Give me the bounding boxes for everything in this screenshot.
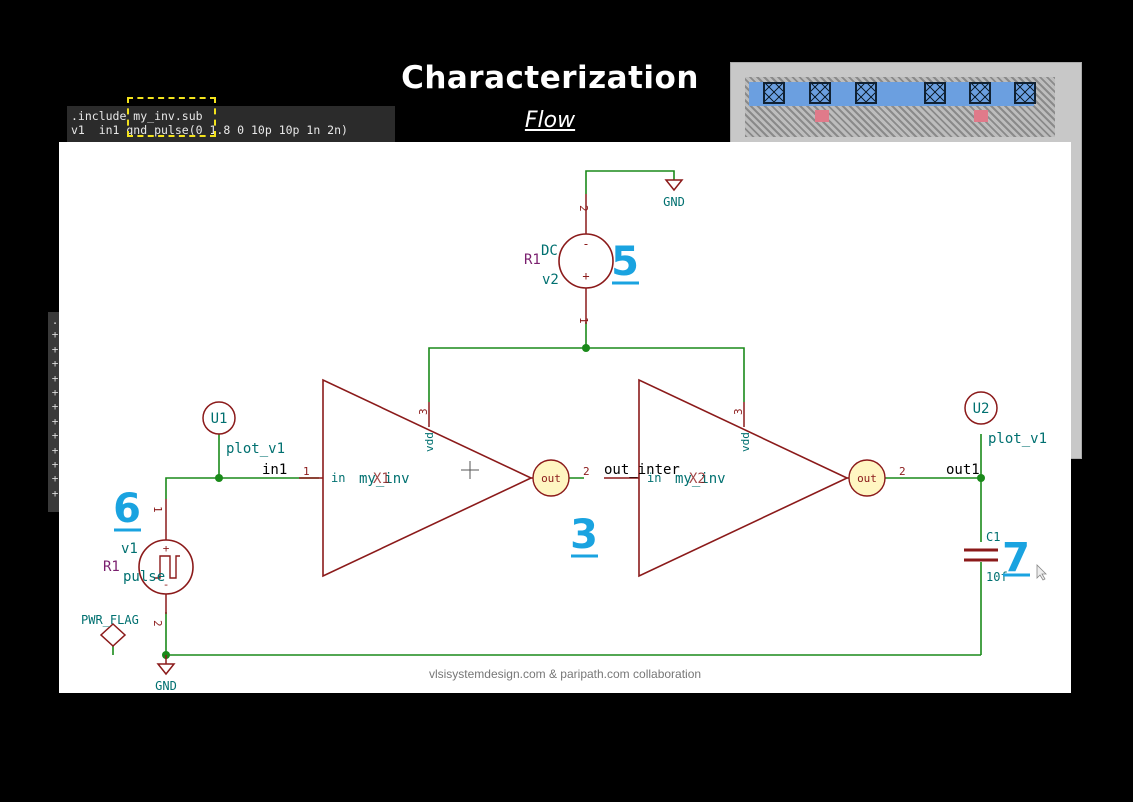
strip-mark: + (51, 386, 59, 400)
schematic-drawing: GND - + 2 1 DC R1 v2 out in vdd 1 3 2 m (81, 170, 1047, 693)
v1-type: pulse (123, 569, 165, 585)
strip-mark: + (51, 342, 59, 356)
slide-caption: vlsisystemdesign.com & paripath.com coll… (428, 667, 702, 681)
v2-pin-top: 2 (577, 205, 590, 212)
strip-mark: + (51, 371, 59, 385)
layout-contact (969, 82, 991, 104)
u2-ref: U2 (973, 401, 990, 417)
layout-contact (924, 82, 946, 104)
left-side-panel[interactable]: . + + + + + + + + + + + + (48, 312, 62, 512)
inverter-x2[interactable]: out in vdd 3 2 my_inv X2 (604, 378, 906, 578)
v1-pin-bottom: 2 (151, 620, 164, 627)
strip-mark: + (51, 414, 59, 428)
layout-diffusion-band (749, 82, 1034, 106)
layout-contact (763, 82, 785, 104)
step-label-5: 5 (611, 239, 639, 285)
highlight-box (127, 97, 216, 137)
net-label-in1: in1 (262, 462, 287, 478)
v2-name: v2 (542, 272, 559, 288)
v1-plus: + (163, 542, 170, 555)
pwr-flag-symbol[interactable] (99, 622, 127, 648)
step-label-7: 7 (1002, 535, 1030, 581)
x2-pin-vdd: vdd (739, 432, 752, 452)
strip-mark: + (51, 429, 59, 443)
junction-dot (582, 344, 590, 352)
dc-source-v2[interactable]: - + 2 1 (558, 194, 614, 324)
terminal-window[interactable]: .include my_inv.sub v1 in1 gnd pulse(0 1… (67, 106, 395, 144)
x2-pin-out: out (857, 472, 877, 485)
step-label-3: 3 (570, 512, 598, 558)
layout-poly (974, 110, 988, 122)
v2-type: DC (541, 243, 558, 259)
u1-label: plot_v1 (226, 441, 285, 457)
v1-pin-top: 1 (151, 506, 164, 513)
slide-title: Characterization (401, 60, 699, 96)
pulse-source-v1[interactable]: + - 1 2 (138, 499, 194, 627)
u2-label: plot_v1 (988, 431, 1047, 447)
v2-minus: - (582, 237, 589, 251)
gnd-label-top: GND (663, 195, 685, 209)
x1-ref: X1 (373, 471, 390, 487)
net-label-out-inter: out_inter (604, 462, 680, 478)
probe-u2[interactable]: U2 (964, 391, 998, 425)
gnd-symbol-bottom (156, 655, 176, 676)
v1-minus: - (163, 578, 170, 591)
strip-mark: + (51, 328, 59, 342)
step-underlines (114, 281, 1030, 577)
step-label-6: 6 (113, 486, 141, 532)
x1-model: my_inv (359, 471, 410, 487)
v2-pin-bottom: 1 (577, 317, 590, 324)
v1-name: v1 (121, 541, 138, 557)
junction-dots (162, 344, 985, 659)
x1-pin-in: in (331, 471, 345, 485)
strip-dot: . (51, 314, 59, 327)
capacitor-c1[interactable] (964, 548, 998, 562)
strip-mark: + (51, 357, 59, 371)
strip-mark: + (51, 486, 59, 500)
u1-ref: U1 (211, 411, 228, 427)
x1-pin-vdd: vdd (423, 432, 436, 452)
probe-u1[interactable]: U1 (202, 401, 236, 435)
cap-value: 10f (986, 570, 1008, 584)
x2-ref: X2 (689, 471, 706, 487)
x2-model: my_inv (675, 471, 726, 487)
terminal-line-source: v1 in1 gnd pulse(0 1.8 0 10p 10p 1n 2n) (71, 123, 348, 137)
schematic-canvas[interactable]: GND - + 2 1 DC R1 v2 out in vdd 1 3 2 m (59, 142, 1071, 693)
mouse-pointer-icon (1036, 564, 1047, 581)
x2-num-out: 2 (899, 465, 906, 478)
gnd-label-bottom: GND (155, 679, 177, 693)
v2-ref: R1 (524, 252, 541, 268)
junction-dot (215, 474, 223, 482)
x1-num-in: 1 (303, 465, 310, 478)
step-labels: 5 6 3 7 (113, 239, 1030, 581)
layout-contact (855, 82, 877, 104)
layout-contact (809, 82, 831, 104)
v1-ref: R1 (103, 559, 120, 575)
net-label-out1: out1 (946, 462, 980, 478)
inverter-x1[interactable]: out in vdd 1 3 2 my_inv X1 (299, 378, 590, 578)
junction-dot (977, 474, 985, 482)
x2-pin-in: in (647, 471, 661, 485)
v2-plus: + (582, 269, 589, 283)
crosshair-icon (461, 461, 479, 479)
x1-num-vdd: 3 (417, 408, 430, 415)
strip-mark: + (51, 400, 59, 414)
slide-subtitle: Flow (524, 108, 576, 133)
layout-contact (1014, 82, 1036, 104)
cap-ref: C1 (986, 530, 1000, 544)
strip-mark: + (51, 472, 59, 486)
gnd-symbol-top (664, 179, 684, 192)
strip-mark: + (51, 443, 59, 457)
strip-mark: + (51, 458, 59, 472)
terminal-line-include: .include my_inv.sub (71, 109, 203, 123)
x1-pin-out: out (541, 472, 561, 485)
x2-num-vdd: 3 (732, 408, 745, 415)
pwr-flag-label: PWR_FLAG (81, 613, 139, 627)
layout-poly (815, 110, 829, 122)
x1-num-out: 2 (583, 465, 590, 478)
